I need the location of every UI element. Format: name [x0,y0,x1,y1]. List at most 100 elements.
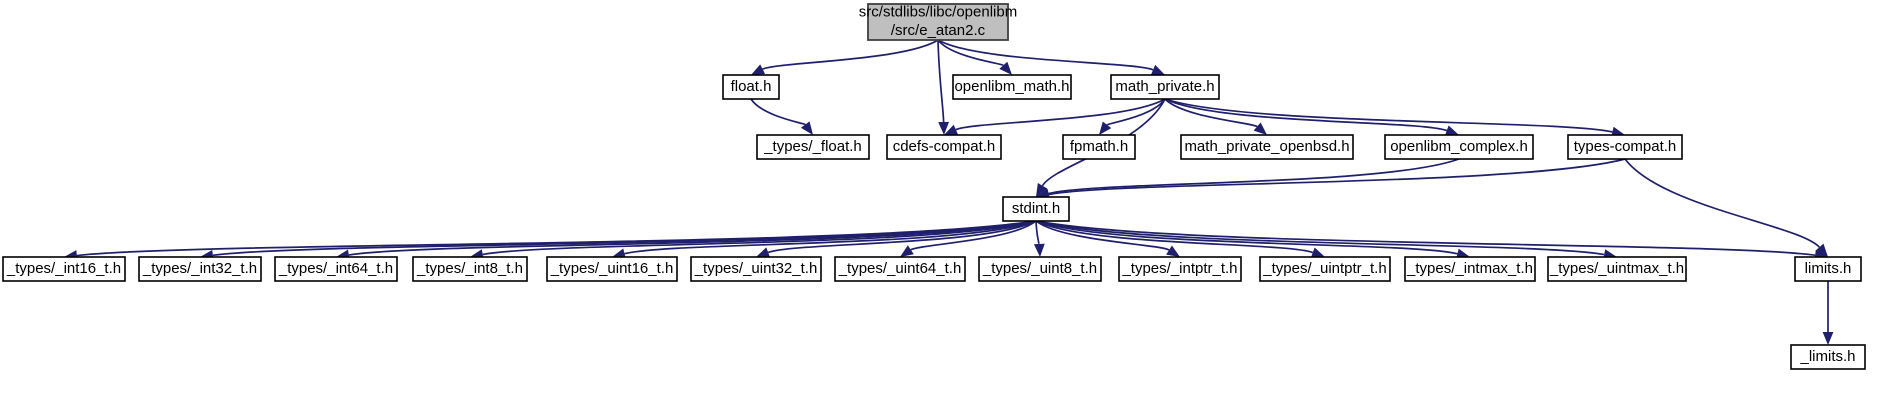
node-stdint[interactable]: stdint.h [1002,196,1070,222]
arrow-head-root-to-math_private [1150,64,1165,75]
node-t_intmax[interactable]: _types/_intmax_t.h [1404,256,1536,282]
arrow-head-stdint-to-t_uint64 [900,245,914,257]
edge-stdint-to-t_int16 [76,220,1037,257]
node-label-t_uintptr: _types/_uintptr_t.h [1262,260,1386,277]
node-box-_limits[interactable] [1790,344,1866,370]
edge-stdint-to-t_int8 [482,220,1037,256]
edge-stdint-to-t_intmax [1035,220,1458,255]
node-label-_limits: _limits.h [1799,348,1855,365]
node-box-t_int32[interactable] [138,256,262,282]
node-limits[interactable]: limits.h [1794,256,1862,282]
edge-math_private-to-types_compat [1164,98,1613,133]
edge-math_private-to-math_private_openbsd [1164,98,1258,128]
node-t_int64[interactable]: _types/_int64_t.h [274,256,398,282]
node-box-t_int64[interactable] [274,256,398,282]
node-label-t_uint16: _types/_uint16_t.h [550,260,674,277]
node-_limits[interactable]: _limits.h [1790,344,1866,370]
node-label-openlibm_math: openlibm_math.h [954,78,1069,95]
node-t_uintmax[interactable]: _types/_uintmax_t.h [1547,256,1687,282]
node-label-fpmath: fpmath.h [1070,138,1128,155]
node-layer: src/stdlibs/libc/openlibm/src/e_atan2.cf… [2,3,1866,370]
edge-types_compat-to-stdint [1048,158,1626,196]
edge-stdint-to-t_int64 [348,220,1037,256]
node-box-t_int16[interactable] [2,256,126,282]
node-label-t_intptr: _types/_intptr_t.h [1121,260,1237,277]
edge-stdint-to-t_uint64 [910,220,1037,251]
node-label-t_uint32: _types/_uint32_t.h [694,260,818,277]
arrow-head-math_private-to-cdefs_compat [944,124,959,135]
node-label-types_compat: types-compat.h [1574,138,1677,155]
arrow-head-stdint-to-t_uint32 [756,247,771,258]
node-box-t_uintptr[interactable] [1259,256,1391,282]
arrow-head-stdint-to-t_uint8 [1033,243,1045,257]
arrow-head-math_private-to-math_private_openbsd [1253,122,1267,135]
node-label-t_int8: _types/_int8_t.h [416,260,523,277]
node-box-openlibm_complex[interactable] [1384,134,1534,160]
node-box-types_float[interactable] [756,134,870,160]
node-label-t_int32: _types/_int32_t.h [142,260,257,277]
node-label-t_uint64: _types/_uint64_t.h [838,260,962,277]
node-box-t_uint64[interactable] [834,256,966,282]
node-box-cdefs_compat[interactable] [886,134,1002,160]
node-box-fpmath[interactable] [1062,134,1136,160]
node-types_float[interactable]: _types/_float.h [756,134,870,160]
node-t_uint16[interactable]: _types/_uint16_t.h [546,256,678,282]
node-box-openlibm_math[interactable] [952,74,1072,100]
node-box-float[interactable] [722,74,780,100]
node-box-math_private_openbsd[interactable] [1180,134,1354,160]
arrow-head-root-to-cdefs_compat [938,121,950,135]
node-fpmath[interactable]: fpmath.h [1062,134,1136,160]
node-t_uint64[interactable]: _types/_uint64_t.h [834,256,966,282]
node-box-root[interactable] [867,3,1009,41]
node-box-t_uint8[interactable] [978,256,1102,282]
node-box-t_uint16[interactable] [546,256,678,282]
node-box-t_intptr[interactable] [1118,256,1242,282]
edge-root-to-float [762,39,939,70]
edge-layer [64,39,1834,345]
node-cdefs_compat[interactable]: cdefs-compat.h [886,134,1002,160]
node-box-math_private[interactable] [1110,74,1220,100]
edge-stdint-to-t_uint16 [624,220,1037,255]
arrow-head-limits-to-_limits [1822,332,1834,345]
edge-stdint-to-t_uint32 [767,220,1037,254]
edge-stdint-to-limits [1035,220,1816,257]
node-t_uintptr[interactable]: _types/_uintptr_t.h [1259,256,1391,282]
node-math_private_openbsd[interactable]: math_private_openbsd.h [1180,134,1354,160]
node-label-types_float: _types/_float.h [763,138,862,155]
node-t_int8[interactable]: _types/_int8_t.h [412,256,528,282]
edge-stdint-to-t_uintptr [1035,220,1314,254]
node-float[interactable]: float.h [722,74,780,100]
node-label-t_intmax: _types/_intmax_t.h [1406,260,1533,277]
node-box-t_intmax[interactable] [1404,256,1536,282]
node-t_intptr[interactable]: _types/_intptr_t.h [1118,256,1242,282]
node-math_private[interactable]: math_private.h [1110,74,1220,100]
node-box-t_uintmax[interactable] [1547,256,1687,282]
edge-float-to-types_float [750,98,806,126]
node-box-types_compat[interactable] [1567,134,1683,160]
node-t_uint8[interactable]: _types/_uint8_t.h [978,256,1102,282]
edge-stdint-to-t_uintmax [1035,220,1605,256]
node-box-t_int8[interactable] [412,256,528,282]
node-label-openlibm_complex: openlibm_complex.h [1390,138,1528,155]
node-t_uint32[interactable]: _types/_uint32_t.h [690,256,822,282]
node-root[interactable]: src/stdlibs/libc/openlibm/src/e_atan2.c [859,3,1017,41]
node-box-limits[interactable] [1794,256,1862,282]
arrow-head-root-to-float [751,64,766,75]
edge-math_private-to-fpmath [1106,98,1166,126]
node-t_int32[interactable]: _types/_int32_t.h [138,256,262,282]
node-box-stdint[interactable] [1002,196,1070,222]
edge-root-to-math_private [937,39,1154,71]
arrow-head-math_private-to-openlibm_complex [1444,125,1459,136]
edge-math_private-to-cdefs_compat [955,98,1166,131]
arrow-head-math_private-to-fpmath [1099,121,1112,135]
node-openlibm_complex[interactable]: openlibm_complex.h [1384,134,1534,160]
node-label-limits: limits.h [1805,260,1852,277]
node-box-t_uint32[interactable] [690,256,822,282]
node-openlibm_math[interactable]: openlibm_math.h [952,74,1072,100]
node-types_compat[interactable]: types-compat.h [1567,134,1683,160]
edge-stdint-to-t_uint8 [1035,220,1041,246]
edge-root-to-cdefs_compat [937,39,945,123]
node-t_int16[interactable]: _types/_int16_t.h [2,256,126,282]
